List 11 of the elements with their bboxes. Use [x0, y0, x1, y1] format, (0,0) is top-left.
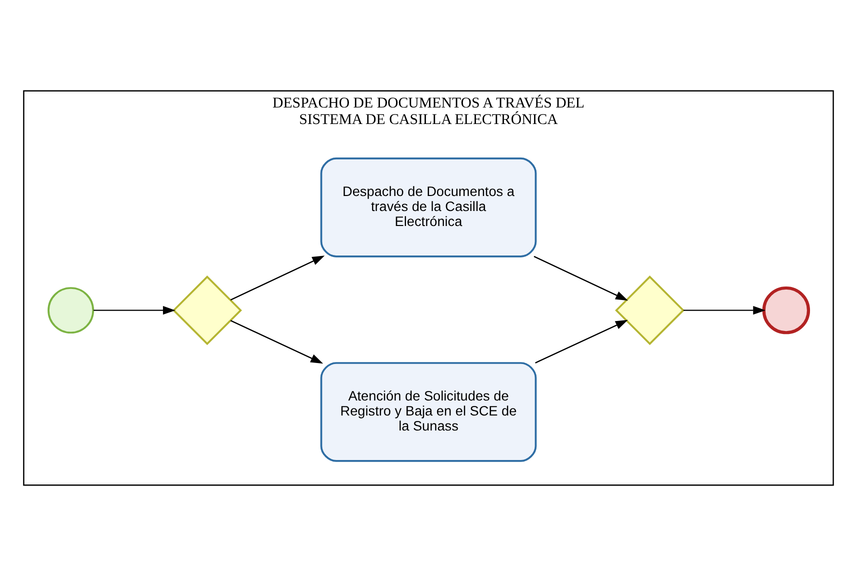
- node-circle: [48, 287, 94, 334]
- node-circle: [762, 286, 810, 334]
- arrow: [230, 320, 324, 364]
- node-box: Despacho de Documentos a través de la Casilla Electrónica: [320, 158, 537, 258]
- node-diamond: [172, 276, 242, 346]
- arrow: [94, 306, 176, 315]
- node-box: Atención de Solicitudes de Registro y Baja en el SCE de la Sunass: [320, 362, 537, 462]
- arrow: [535, 320, 628, 364]
- arrow: [534, 256, 628, 301]
- arrow: [683, 306, 766, 315]
- arrow: [230, 256, 325, 300]
